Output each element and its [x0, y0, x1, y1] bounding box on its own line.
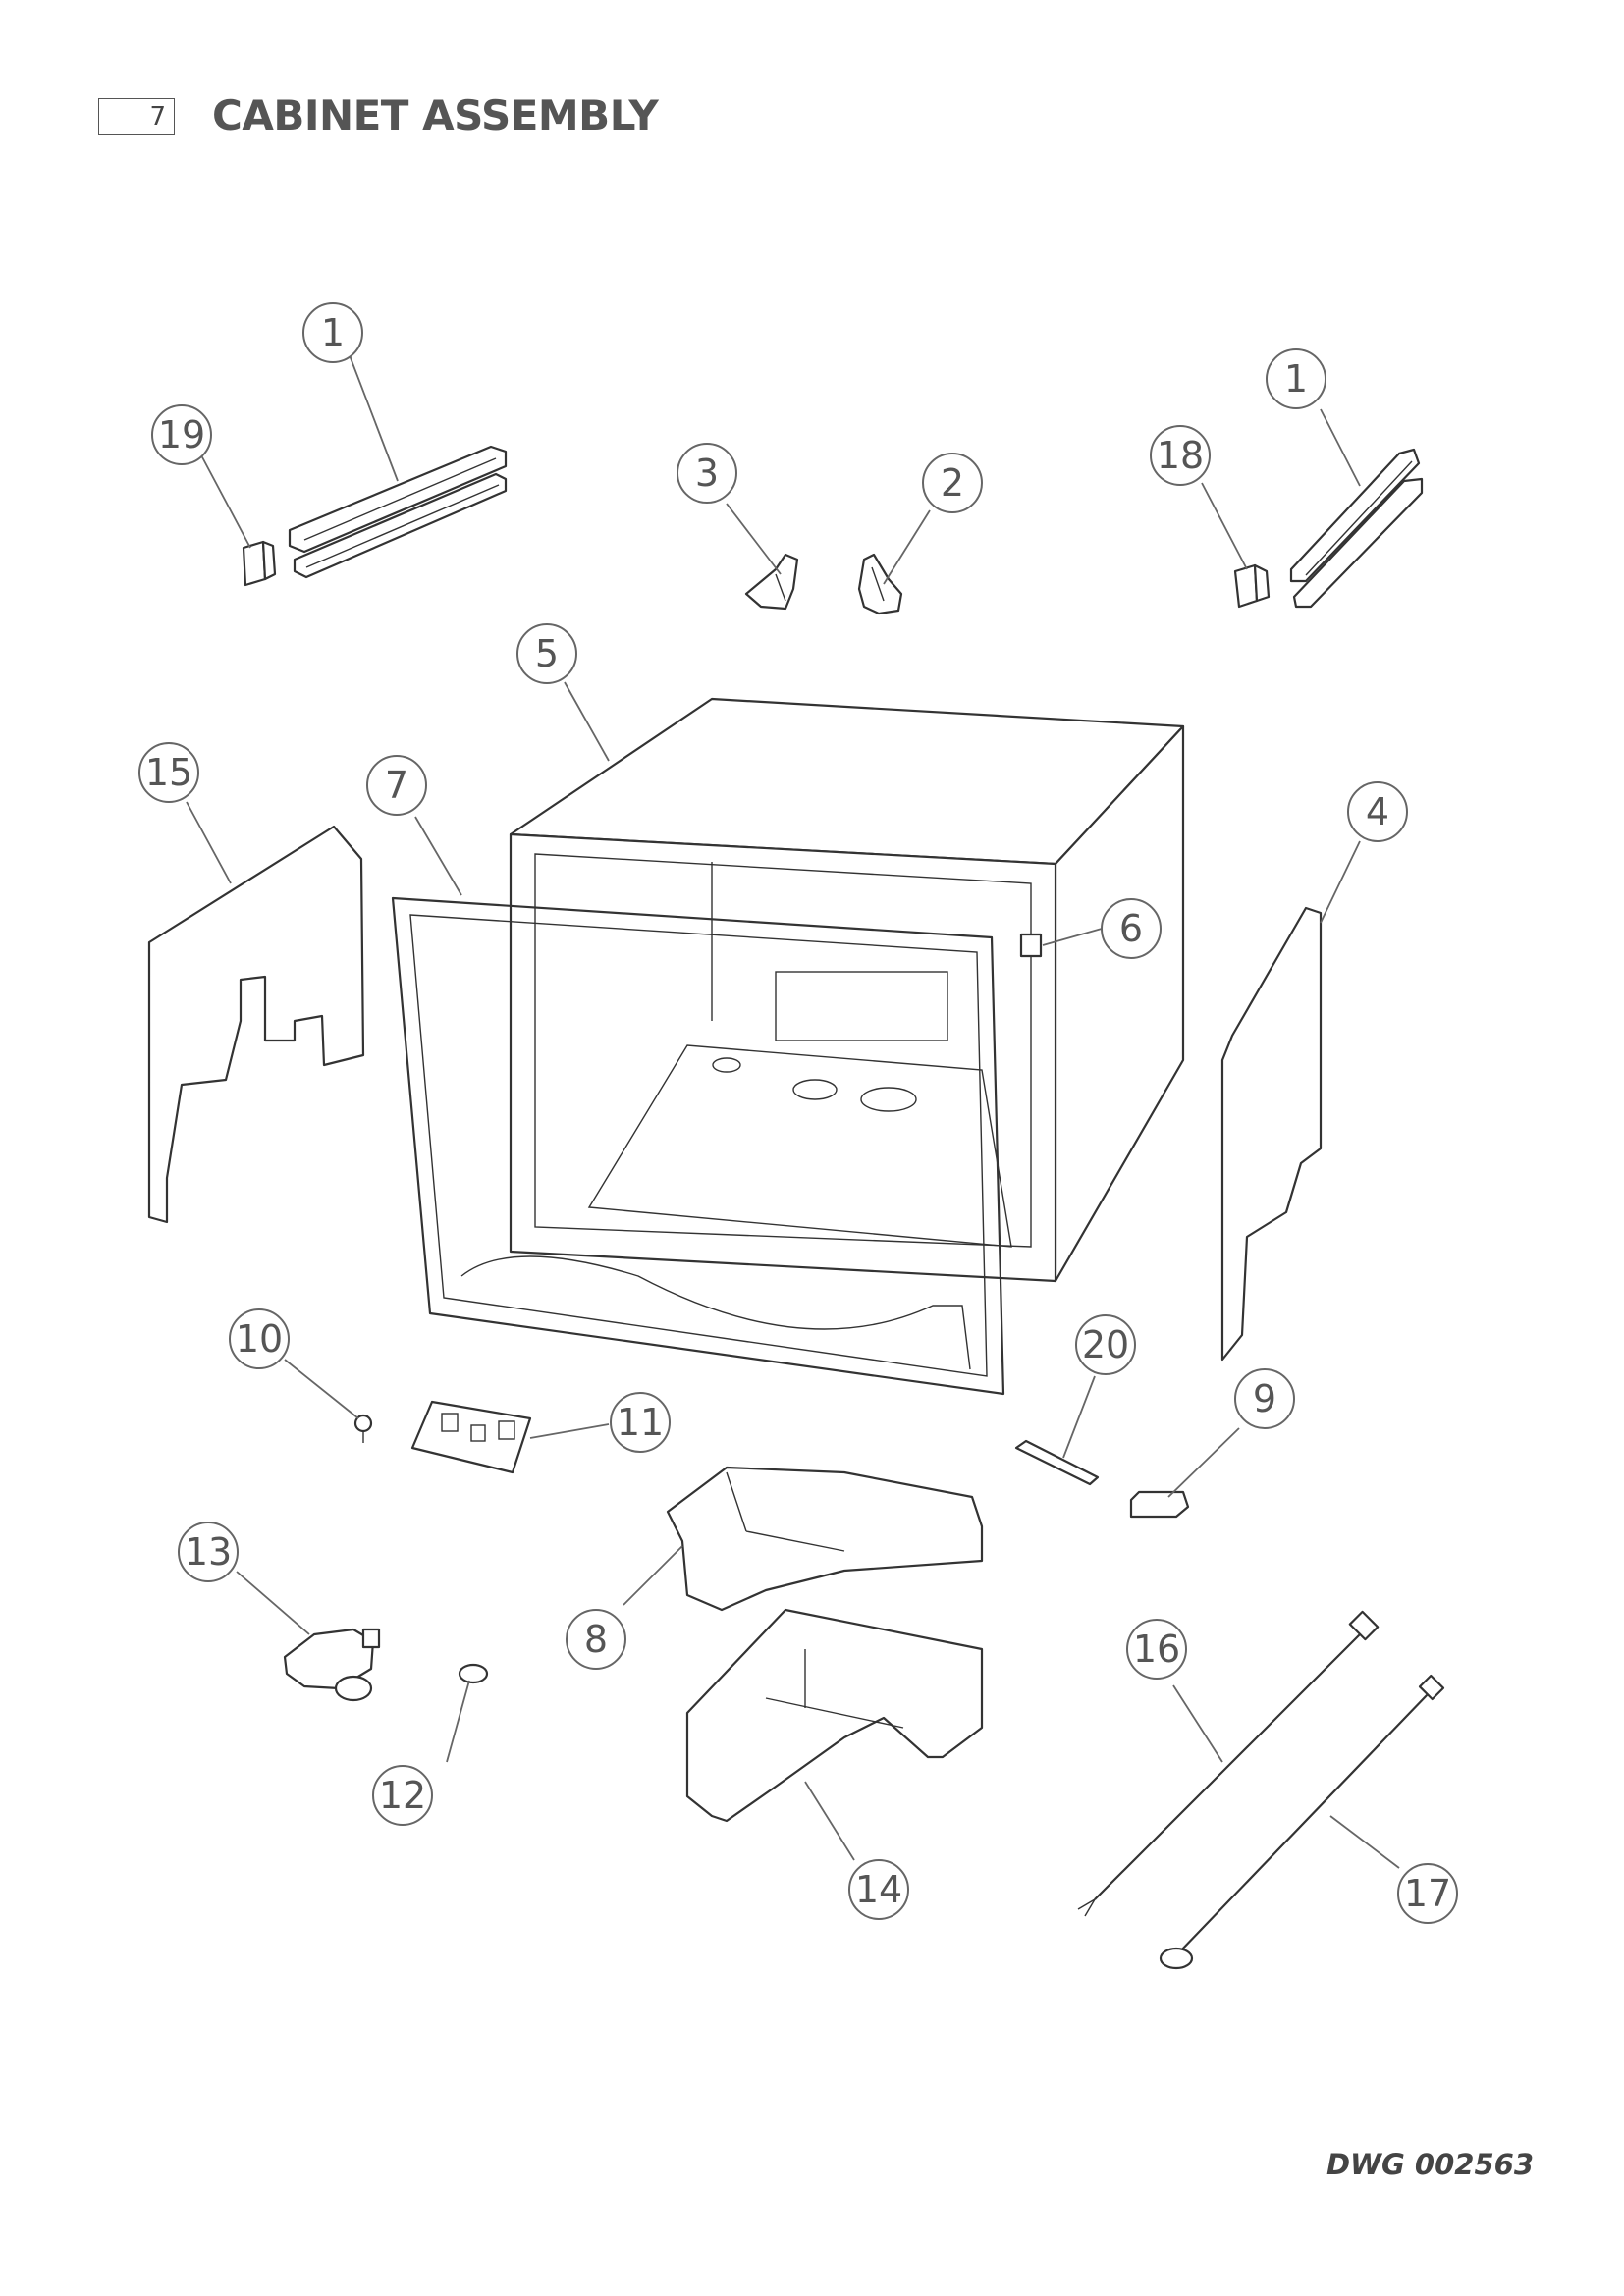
- part-component-9: [1129, 1490, 1190, 1519]
- callout-label: 15: [145, 751, 192, 794]
- leader-10: [284, 1359, 359, 1419]
- part-circuit-board-11: [410, 1400, 532, 1474]
- leader-16: [1172, 1684, 1223, 1763]
- part-support-tray-14: [685, 1608, 984, 1823]
- leader-6: [1042, 928, 1103, 946]
- callout-label: 1: [1284, 357, 1308, 400]
- callout-label: 8: [584, 1618, 608, 1661]
- callout-label: 20: [1082, 1323, 1129, 1366]
- part-door-frame-7: [391, 896, 1005, 1396]
- callout-5: 5: [516, 623, 577, 684]
- leader-11: [529, 1423, 610, 1439]
- part-hose-17: [1159, 1674, 1445, 1970]
- callout-label: 11: [617, 1401, 664, 1444]
- leader-17: [1329, 1815, 1400, 1869]
- part-power-cord-16: [1077, 1610, 1380, 1917]
- callout-label: 7: [385, 764, 408, 807]
- callout-3: 3: [677, 443, 737, 504]
- part-small-12: [458, 1663, 489, 1684]
- leader-2: [883, 509, 931, 585]
- callout-label: 18: [1157, 434, 1204, 477]
- callout-19: 19: [151, 404, 212, 465]
- part-fastener-10: [353, 1414, 373, 1443]
- part-strip-20: [1014, 1439, 1100, 1486]
- callout-15: 15: [138, 742, 199, 803]
- callout-2: 2: [922, 453, 983, 513]
- callout-1-right: 1: [1266, 348, 1326, 409]
- leader-20: [1062, 1375, 1096, 1459]
- callout-label: 2: [941, 461, 964, 505]
- callout-label: 13: [185, 1530, 232, 1574]
- leader-4: [1320, 840, 1361, 924]
- callout-7: 7: [366, 755, 427, 816]
- leader-8: [623, 1545, 683, 1606]
- callout-label: 6: [1119, 907, 1143, 950]
- leader-12: [446, 1680, 470, 1763]
- leader-13: [236, 1571, 310, 1635]
- part-clip-19: [242, 540, 277, 587]
- callout-label: 19: [158, 413, 205, 456]
- callout-18: 18: [1150, 425, 1211, 486]
- part-housing-8: [666, 1466, 984, 1612]
- callout-10: 10: [229, 1308, 290, 1369]
- leader-18: [1201, 482, 1248, 570]
- callout-13: 13: [178, 1522, 239, 1582]
- callout-label: 17: [1404, 1872, 1451, 1915]
- callout-label: 10: [236, 1317, 283, 1361]
- page-title: CABINET ASSEMBLY: [212, 91, 659, 139]
- leader-19: [199, 453, 251, 549]
- section-number-box: 7: [98, 98, 175, 135]
- callout-8: 8: [566, 1609, 626, 1670]
- callout-14: 14: [848, 1859, 909, 1920]
- part-slide-rail-left: [288, 445, 508, 579]
- leader-1-left: [349, 354, 399, 482]
- part-side-panel-15: [147, 825, 365, 1224]
- callout-label: 3: [695, 452, 719, 495]
- drawing-number: DWG 002563: [1326, 2148, 1534, 2181]
- part-hinge-2: [857, 553, 903, 615]
- callout-4: 4: [1347, 781, 1408, 842]
- callout-label: 9: [1253, 1377, 1276, 1420]
- part-clip-18: [1233, 563, 1271, 609]
- callout-17: 17: [1397, 1863, 1458, 1924]
- callout-label: 14: [855, 1868, 902, 1911]
- callout-20: 20: [1075, 1314, 1136, 1375]
- callout-1-left: 1: [302, 302, 363, 363]
- callout-label: 16: [1133, 1628, 1180, 1671]
- callout-16: 16: [1126, 1619, 1187, 1680]
- leader-14: [804, 1781, 855, 1861]
- callout-11: 11: [610, 1392, 671, 1453]
- callout-label: 4: [1366, 790, 1389, 833]
- leader-9: [1167, 1427, 1240, 1498]
- leader-3: [726, 503, 782, 575]
- leader-5: [564, 681, 610, 762]
- leader-7: [414, 816, 462, 896]
- leader-1-right: [1320, 408, 1361, 487]
- leader-15: [186, 801, 232, 884]
- callout-6: 6: [1101, 898, 1162, 959]
- part-side-panel-4: [1220, 906, 1323, 1362]
- callout-12: 12: [372, 1765, 433, 1826]
- part-cabinet-5: [509, 697, 1185, 1283]
- callout-label: 1: [321, 311, 345, 354]
- callout-label: 12: [379, 1774, 426, 1817]
- part-bracket-6: [1019, 933, 1043, 958]
- callout-label: 5: [535, 632, 559, 675]
- callout-9: 9: [1234, 1368, 1295, 1429]
- part-slide-rail-right: [1289, 448, 1424, 609]
- part-inlet-valve-13: [283, 1628, 381, 1702]
- part-hinge-3: [744, 553, 799, 611]
